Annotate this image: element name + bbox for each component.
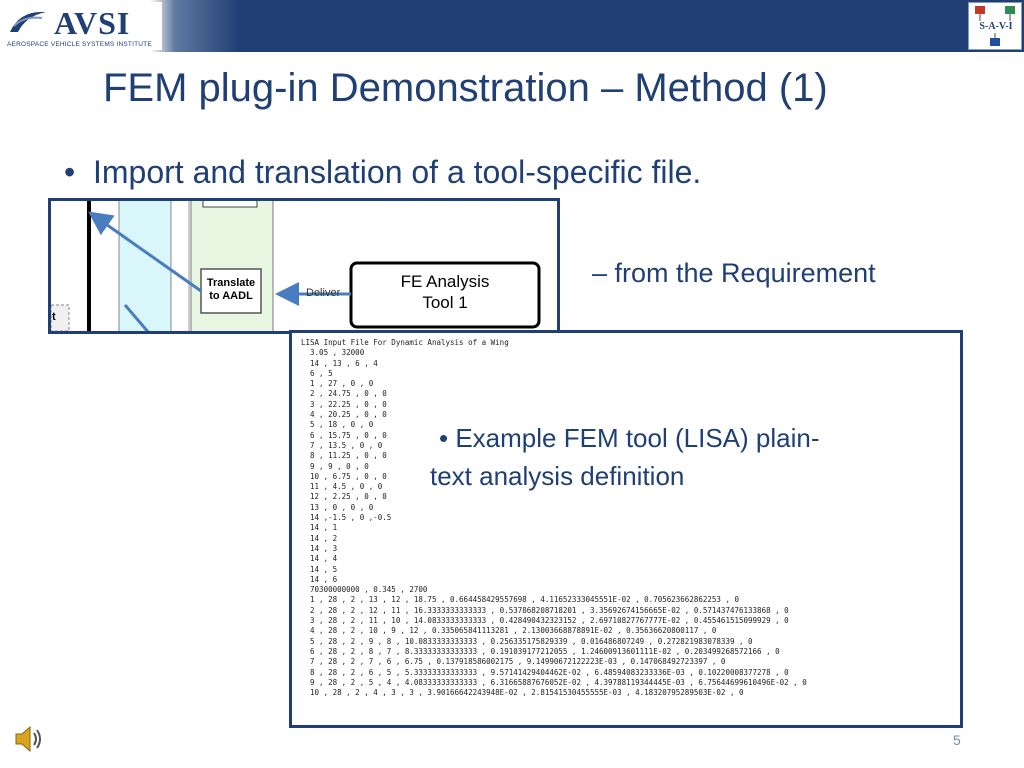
sub-bullet: – from the Requirement: [592, 258, 876, 288]
savi-logo: S-A-V-I: [968, 2, 1022, 50]
code-line: 4 , 20.25 , 0 , 0: [301, 410, 387, 420]
code-line: 14 , 4: [301, 554, 338, 564]
arrow-up-left: [88, 211, 202, 293]
callout-bullet: • Example FEM tool (LISA) plain- text an…: [430, 419, 959, 495]
bullet-dot: •: [64, 154, 93, 190]
avsi-logo-text: AVSI: [54, 5, 131, 41]
header-bar: [0, 0, 1024, 52]
callout-bullet-dot: •: [439, 423, 449, 453]
code-line: 5 , 28 , 2 , 9 , 8 , 10.0833333333333 , …: [301, 636, 753, 646]
code-line: 11 , 4.5 , 0 , 0: [301, 482, 383, 492]
slide-title: FEM plug-in Demonstration – Method (1): [103, 66, 828, 110]
code-line: 7 , 28 , 2 , 7 , 6 , 6.75 , 0.1379185860…: [301, 657, 726, 667]
avsi-logo: AVSI AEROSPACE VEHICLE SYSTEMS INSTITUTE: [2, 2, 162, 50]
diagram-canvas: [51, 201, 541, 331]
code-line: 6 , 15.75 , 0 , 0: [301, 430, 387, 440]
deliver-label: Deliver: [306, 287, 341, 299]
code-line: 14 , 3: [301, 543, 338, 553]
savi-network-icon: [975, 6, 1015, 46]
fe-analysis-label: FE Analysis Tool 1: [351, 271, 539, 313]
code-line: 14 , 2: [301, 533, 338, 543]
code-line: 3 , 22.25 , 0 , 0: [301, 399, 387, 409]
left-cut-label: t: [52, 311, 56, 323]
translate-label-line2: to AADL: [209, 290, 253, 302]
fe-analysis-line1: FE Analysis: [400, 272, 490, 291]
code-line: 9 , 9 , 0 , 0: [301, 461, 369, 471]
code-line: 2 , 24.75 , 0 , 0: [301, 389, 387, 399]
callout-line2: text analysis definition: [430, 461, 685, 491]
code-line: 8 , 28 , 2 , 6 , 5 , 5.33333333333333 , …: [301, 667, 789, 677]
left-dashed-box: [51, 304, 70, 331]
code-line: 14 , 13 , 6 , 4: [301, 358, 378, 368]
savi-logo-text: S-A-V-I: [979, 21, 1013, 32]
code-line: 7 , 13.5 , 0 , 0: [301, 440, 383, 450]
code-line: 3.05 , 32000: [301, 348, 365, 358]
code-line: 6 , 5: [301, 368, 333, 378]
code-line: 14 , 1: [301, 523, 338, 533]
code-line: 9 , 28 , 2 , 5 , 4 , 4.08333333333333 , …: [301, 677, 807, 687]
lisa-file-panel: LISA Input File For Dynamic Analysis of …: [289, 330, 963, 728]
code-line: 2 , 28 , 2 , 12 , 11 , 16.3333333333333 …: [301, 605, 789, 615]
bullet-main: • Import and translation of a tool-speci…: [64, 154, 701, 191]
diagram-excerpt: Translate to AADL Deliver FE Analysis To…: [48, 198, 560, 334]
code-line: 10 , 6.75 , 0 , 0: [301, 471, 387, 481]
code-line: 14 , 5: [301, 564, 338, 574]
code-line: 13 , 0 , 0 , 0: [301, 502, 374, 512]
swoosh-icon: [10, 11, 46, 32]
arrow-down: [123, 304, 150, 331]
code-line: 70300000000 , 0.345 , 2700: [301, 585, 428, 595]
speaker-icon[interactable]: [12, 722, 46, 756]
top-box-stub: [202, 201, 258, 208]
translate-label: Translate to AADL: [201, 277, 261, 303]
translate-box: [200, 268, 262, 314]
fe-analysis-line2: Tool 1: [422, 293, 468, 312]
code-line: 1 , 28 , 2 , 13 , 12 , 18.75 , 0.6644584…: [301, 595, 739, 605]
slide-number: 5: [953, 732, 961, 748]
code-line: 10 , 28 , 2 , 4 , 3 , 3 , 3.901666422439…: [301, 688, 744, 698]
code-line: 14 ,-1.5 , 0 ,-0.5: [301, 513, 392, 523]
code-line: 5 , 18 , 0 , 0: [301, 420, 374, 430]
code-line: 4 , 28 , 2 , 10 , 9 , 12 , 0.33506584111…: [301, 626, 717, 636]
code-line: LISA Input File For Dynamic Analysis of …: [301, 338, 509, 347]
code-lines: LISA Input File For Dynamic Analysis of …: [301, 338, 807, 698]
code-line: 1 , 27 , 0 , 0: [301, 379, 374, 389]
avsi-logo-subtitle: AEROSPACE VEHICLE SYSTEMS INSTITUTE: [7, 41, 152, 48]
translate-label-line1: Translate: [206, 277, 256, 289]
code-line: 3 , 28 , 2 , 11 , 10 , 14.0833333333333 …: [301, 616, 789, 626]
callout-line1: Example FEM tool (LISA) plain-: [455, 423, 820, 453]
code-line: 6 , 28 , 2 , 8 , 7 , 8.33333333333333 , …: [301, 646, 780, 656]
code-line: 12 , 2.25 , 0 , 0: [301, 492, 387, 502]
code-line: 8 , 11.25 , 0 , 0: [301, 451, 387, 461]
code-line: 14 , 6: [301, 574, 338, 584]
bullet-main-text: Import and translation of a tool-specifi…: [92, 154, 702, 190]
